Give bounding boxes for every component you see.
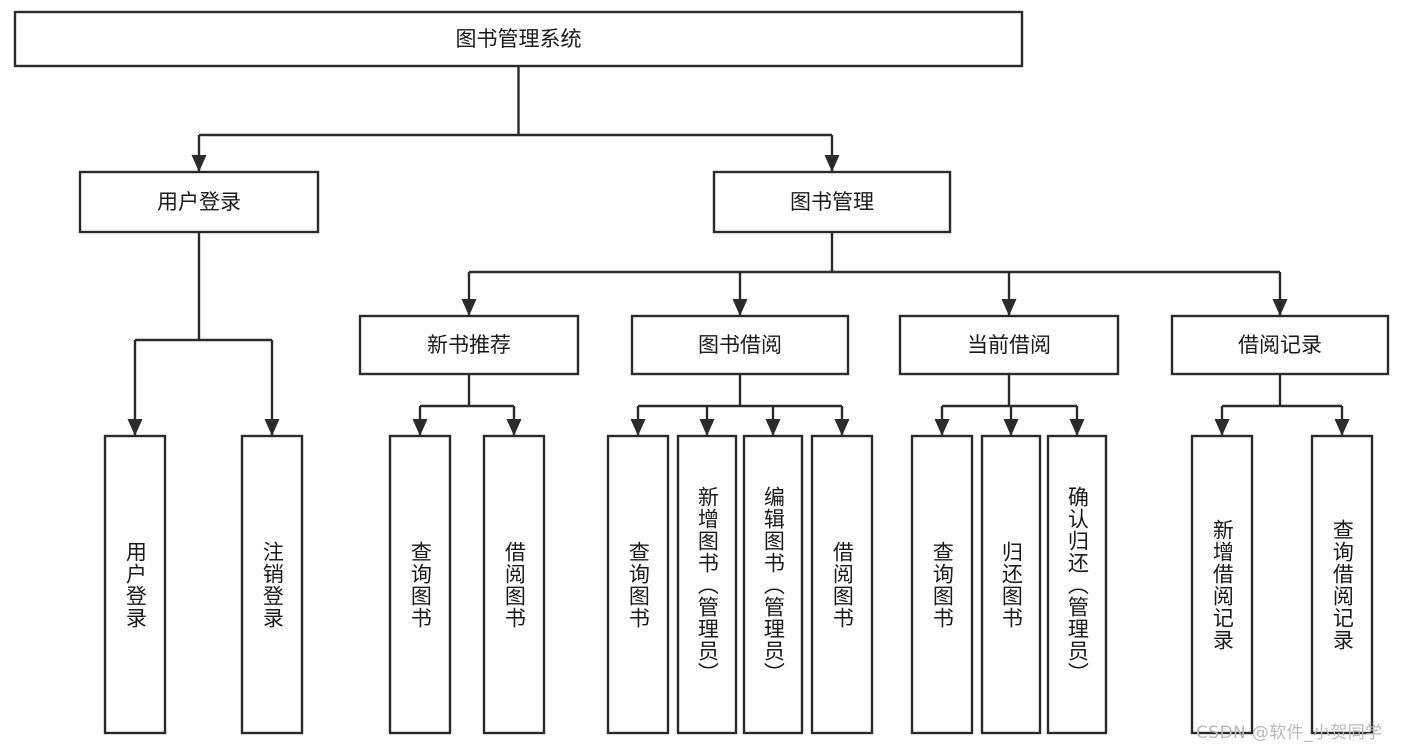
- node-box-borrow-records[interactable]: [1170, 314, 1390, 376]
- node-box-leaf-return-book[interactable]: [980, 434, 1042, 735]
- arrow-head-icon-leaf-query-book-1: [412, 419, 428, 436]
- node-box-new-book-recommend[interactable]: [358, 314, 580, 376]
- boxes-layer: [13, 10, 1390, 735]
- watermark-text: CSDN @软件_小贺同学: [1196, 723, 1383, 743]
- node-box-leaf-add-borrow-record[interactable]: [1190, 434, 1254, 735]
- node-label-current-borrow: 当前借阅: [967, 333, 1051, 357]
- node-label-borrow-records: 借阅记录: [1238, 333, 1322, 357]
- node-box-leaf-query-book-1[interactable]: [388, 434, 452, 735]
- arrow-head-icon-leaf-user-logout: [264, 419, 280, 436]
- arrow-head-icon-new-book-recommend: [461, 299, 477, 316]
- node-label-user-login: 用户登录: [157, 190, 241, 214]
- node-box-leaf-query-book-3[interactable]: [910, 434, 974, 735]
- node-label-new-book-recommend: 新书推荐: [427, 333, 511, 357]
- arrow-head-icon-leaf-query-book-2: [630, 419, 646, 436]
- arrow-head-icon-leaf-confirm-return-admin: [1069, 419, 1085, 436]
- arrow-head-icon-borrow-records: [1272, 299, 1288, 316]
- arrow-head-icon-leaf-add-book-admin: [699, 419, 715, 436]
- node-box-book-management[interactable]: [712, 170, 952, 234]
- node-box-root[interactable]: [13, 10, 1024, 68]
- node-box-leaf-add-book-admin[interactable]: [676, 434, 738, 735]
- node-box-leaf-query-book-2[interactable]: [606, 434, 670, 735]
- node-box-user-login[interactable]: [78, 170, 320, 234]
- arrow-head-icon-leaf-query-borrow-record: [1334, 419, 1350, 436]
- node-box-leaf-confirm-return-admin[interactable]: [1046, 434, 1108, 735]
- node-box-leaf-edit-book-admin[interactable]: [742, 434, 804, 735]
- arrow-head-icon-current-borrow: [1001, 299, 1017, 316]
- node-box-leaf-user-logout[interactable]: [240, 434, 304, 735]
- arrow-head-icon-book-borrow: [732, 299, 748, 316]
- node-label-book-borrow: 图书借阅: [698, 333, 782, 357]
- arrow-head-icon-leaf-query-book-3: [934, 419, 950, 436]
- node-box-leaf-borrow-book-2[interactable]: [810, 434, 874, 735]
- arrow-head-icon-leaf-return-book: [1003, 419, 1019, 436]
- arrow-head-icon-user-login: [191, 155, 207, 172]
- connectors-layer: [127, 66, 1350, 436]
- arrow-head-icon-leaf-edit-book-admin: [765, 419, 781, 436]
- node-box-leaf-borrow-book-1[interactable]: [482, 434, 546, 735]
- arrow-head-icon-leaf-borrow-book-2: [834, 419, 850, 436]
- arrow-head-icon-leaf-borrow-book-1: [506, 419, 522, 436]
- node-box-leaf-query-borrow-record[interactable]: [1310, 434, 1374, 735]
- node-box-leaf-user-login[interactable]: [103, 434, 167, 735]
- node-label-root: 图书管理系统: [456, 27, 582, 51]
- arrow-head-icon-book-management: [824, 155, 840, 172]
- node-box-current-borrow[interactable]: [898, 314, 1120, 376]
- arrow-head-icon-leaf-add-borrow-record: [1214, 419, 1230, 436]
- node-box-book-borrow[interactable]: [630, 314, 850, 376]
- arrow-head-icon-leaf-user-login: [127, 419, 143, 436]
- node-label-book-management: 图书管理: [790, 190, 874, 214]
